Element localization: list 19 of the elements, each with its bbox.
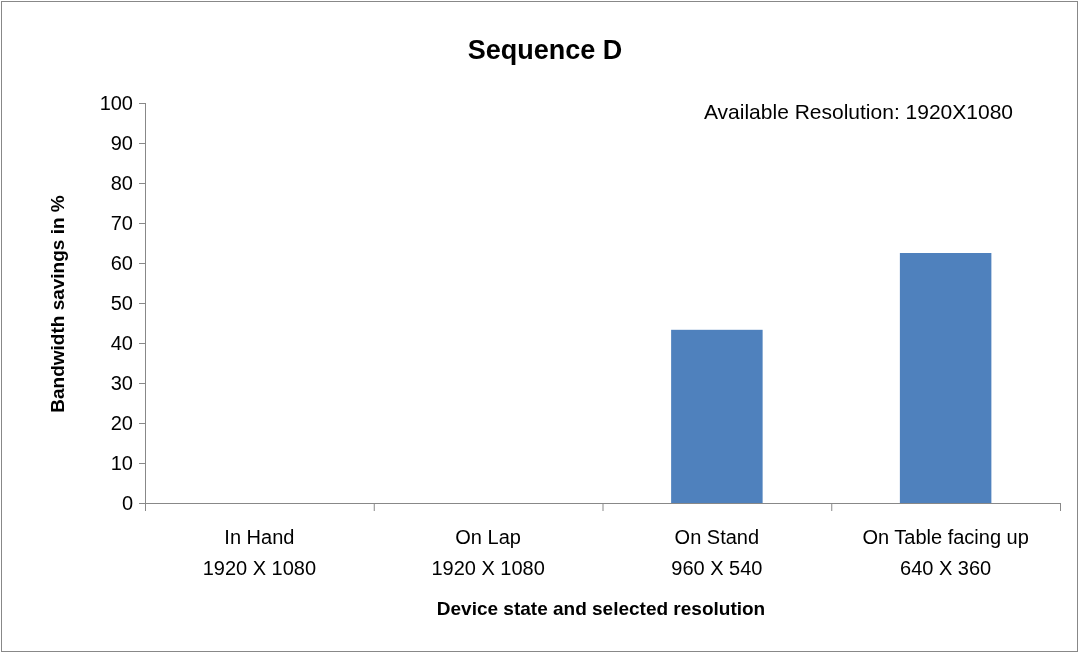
x-category-label: On Lap 1920 X 1080 <box>431 526 545 579</box>
y-tick-label: 40 <box>110 332 133 354</box>
y-tick-label: 30 <box>110 372 133 394</box>
y-tick-label: 90 <box>110 132 133 154</box>
x-category-label: In Hand 1920 X 1080 <box>202 526 317 579</box>
chart-title: Sequence D <box>467 35 623 65</box>
y-tick-label: 70 <box>110 212 133 234</box>
x-axis-title: Device state and selected resolution <box>436 598 766 619</box>
y-tick-label: 60 <box>110 252 133 274</box>
x-category-label: On Stand 960 X 540 <box>671 526 763 579</box>
y-tick-label: 10 <box>110 452 133 474</box>
annotation-text: Available Resolution: 1920X1080 <box>704 100 1013 123</box>
y-tick-label: 50 <box>110 292 133 314</box>
x-category-label: On Table facing up 640 X 360 <box>862 526 1029 579</box>
y-tick-label: 100 <box>99 92 133 114</box>
y-axis-title: Bandwidth savings in % <box>47 195 68 413</box>
y-tick-label: 20 <box>110 412 133 434</box>
y-tick-label: 80 <box>110 172 133 194</box>
y-tick-label: 0 <box>121 492 133 514</box>
